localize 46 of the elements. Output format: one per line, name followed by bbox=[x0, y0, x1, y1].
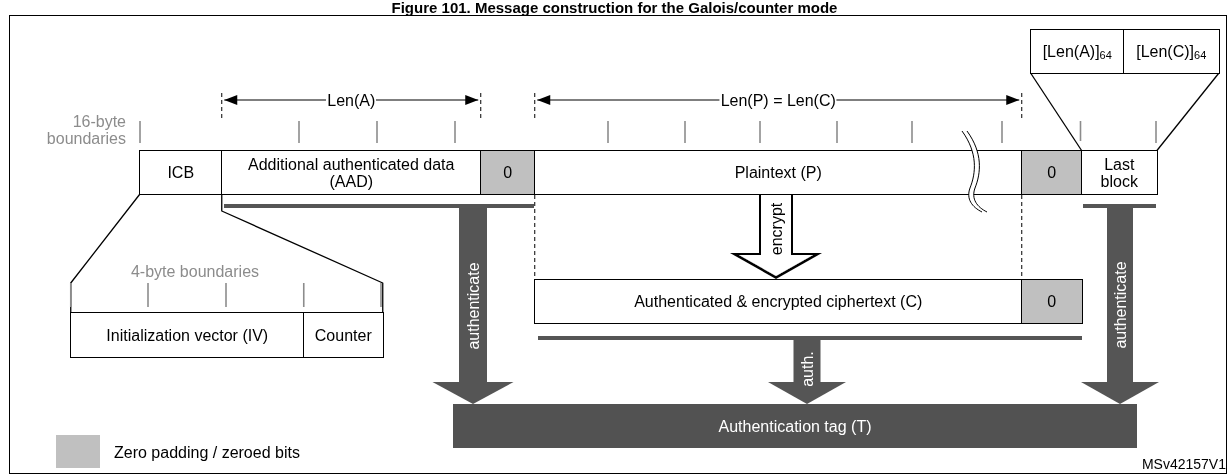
boundary-note: 16-byte boundaries bbox=[45, 113, 126, 147]
zero-padding-block bbox=[1021, 150, 1083, 195]
figure-id: MSv42157V1 bbox=[1141, 456, 1226, 472]
zero-padding-block bbox=[480, 150, 536, 195]
data-block bbox=[534, 279, 1023, 324]
zero-padding-block bbox=[1021, 279, 1083, 324]
length-label: [Len(A)]$_{64}$ bbox=[1041, 43, 1113, 60]
bracket-bar bbox=[224, 204, 534, 208]
data-block bbox=[221, 150, 482, 195]
dimension-label: Len(P) = Len(C) bbox=[719, 91, 837, 109]
data-block bbox=[70, 312, 305, 358]
edge-label: encrypt bbox=[767, 202, 785, 256]
block-label: Plaintext (P) bbox=[733, 164, 823, 181]
block-label: Initialization vector (IV) bbox=[105, 326, 270, 344]
padding-value: 0 bbox=[1046, 164, 1058, 181]
bracket-bar bbox=[1083, 204, 1156, 208]
edge-label: authenticate bbox=[464, 262, 482, 350]
expansion-line bbox=[1030, 72, 1083, 152]
block-label: Last block bbox=[1099, 155, 1139, 190]
tag-bar bbox=[453, 404, 1137, 448]
hollow-arrow bbox=[730, 193, 822, 279]
expansion-line bbox=[1156, 72, 1220, 152]
edge-label: authenticate bbox=[1111, 261, 1129, 349]
dimension-label: Len(A) bbox=[326, 91, 377, 109]
block-arrow bbox=[1081, 206, 1159, 404]
block-arrow bbox=[432, 206, 514, 404]
expansion-line bbox=[221, 193, 384, 314]
data-block bbox=[139, 150, 223, 195]
padding-value: 0 bbox=[502, 164, 514, 181]
length-field bbox=[1123, 29, 1220, 74]
block-label: Counter bbox=[313, 326, 373, 344]
edge-label: auth. bbox=[798, 351, 816, 387]
tag-label: Authentication tag (T) bbox=[717, 417, 873, 435]
boundary-note: 4-byte boundaries bbox=[130, 262, 260, 280]
block-label: ICB bbox=[166, 164, 196, 181]
bracket-bar bbox=[538, 336, 1082, 340]
length-field bbox=[1030, 29, 1125, 74]
block-label: Authenticated & encrypted ciphertext (C) bbox=[633, 293, 924, 310]
block-label: Additional authenticated data (AAD) bbox=[247, 155, 456, 190]
legend-label: Zero padding / zeroed bits bbox=[114, 443, 300, 461]
length-label: [Len(C)]$_{64}$ bbox=[1135, 43, 1208, 60]
data-block bbox=[303, 312, 384, 358]
padding-value: 0 bbox=[1046, 293, 1058, 310]
block-arrow bbox=[768, 338, 846, 404]
figure-title: Figure 101. Message construction for the Galois/counter mode bbox=[391, 0, 838, 15]
data-block bbox=[1081, 150, 1158, 195]
